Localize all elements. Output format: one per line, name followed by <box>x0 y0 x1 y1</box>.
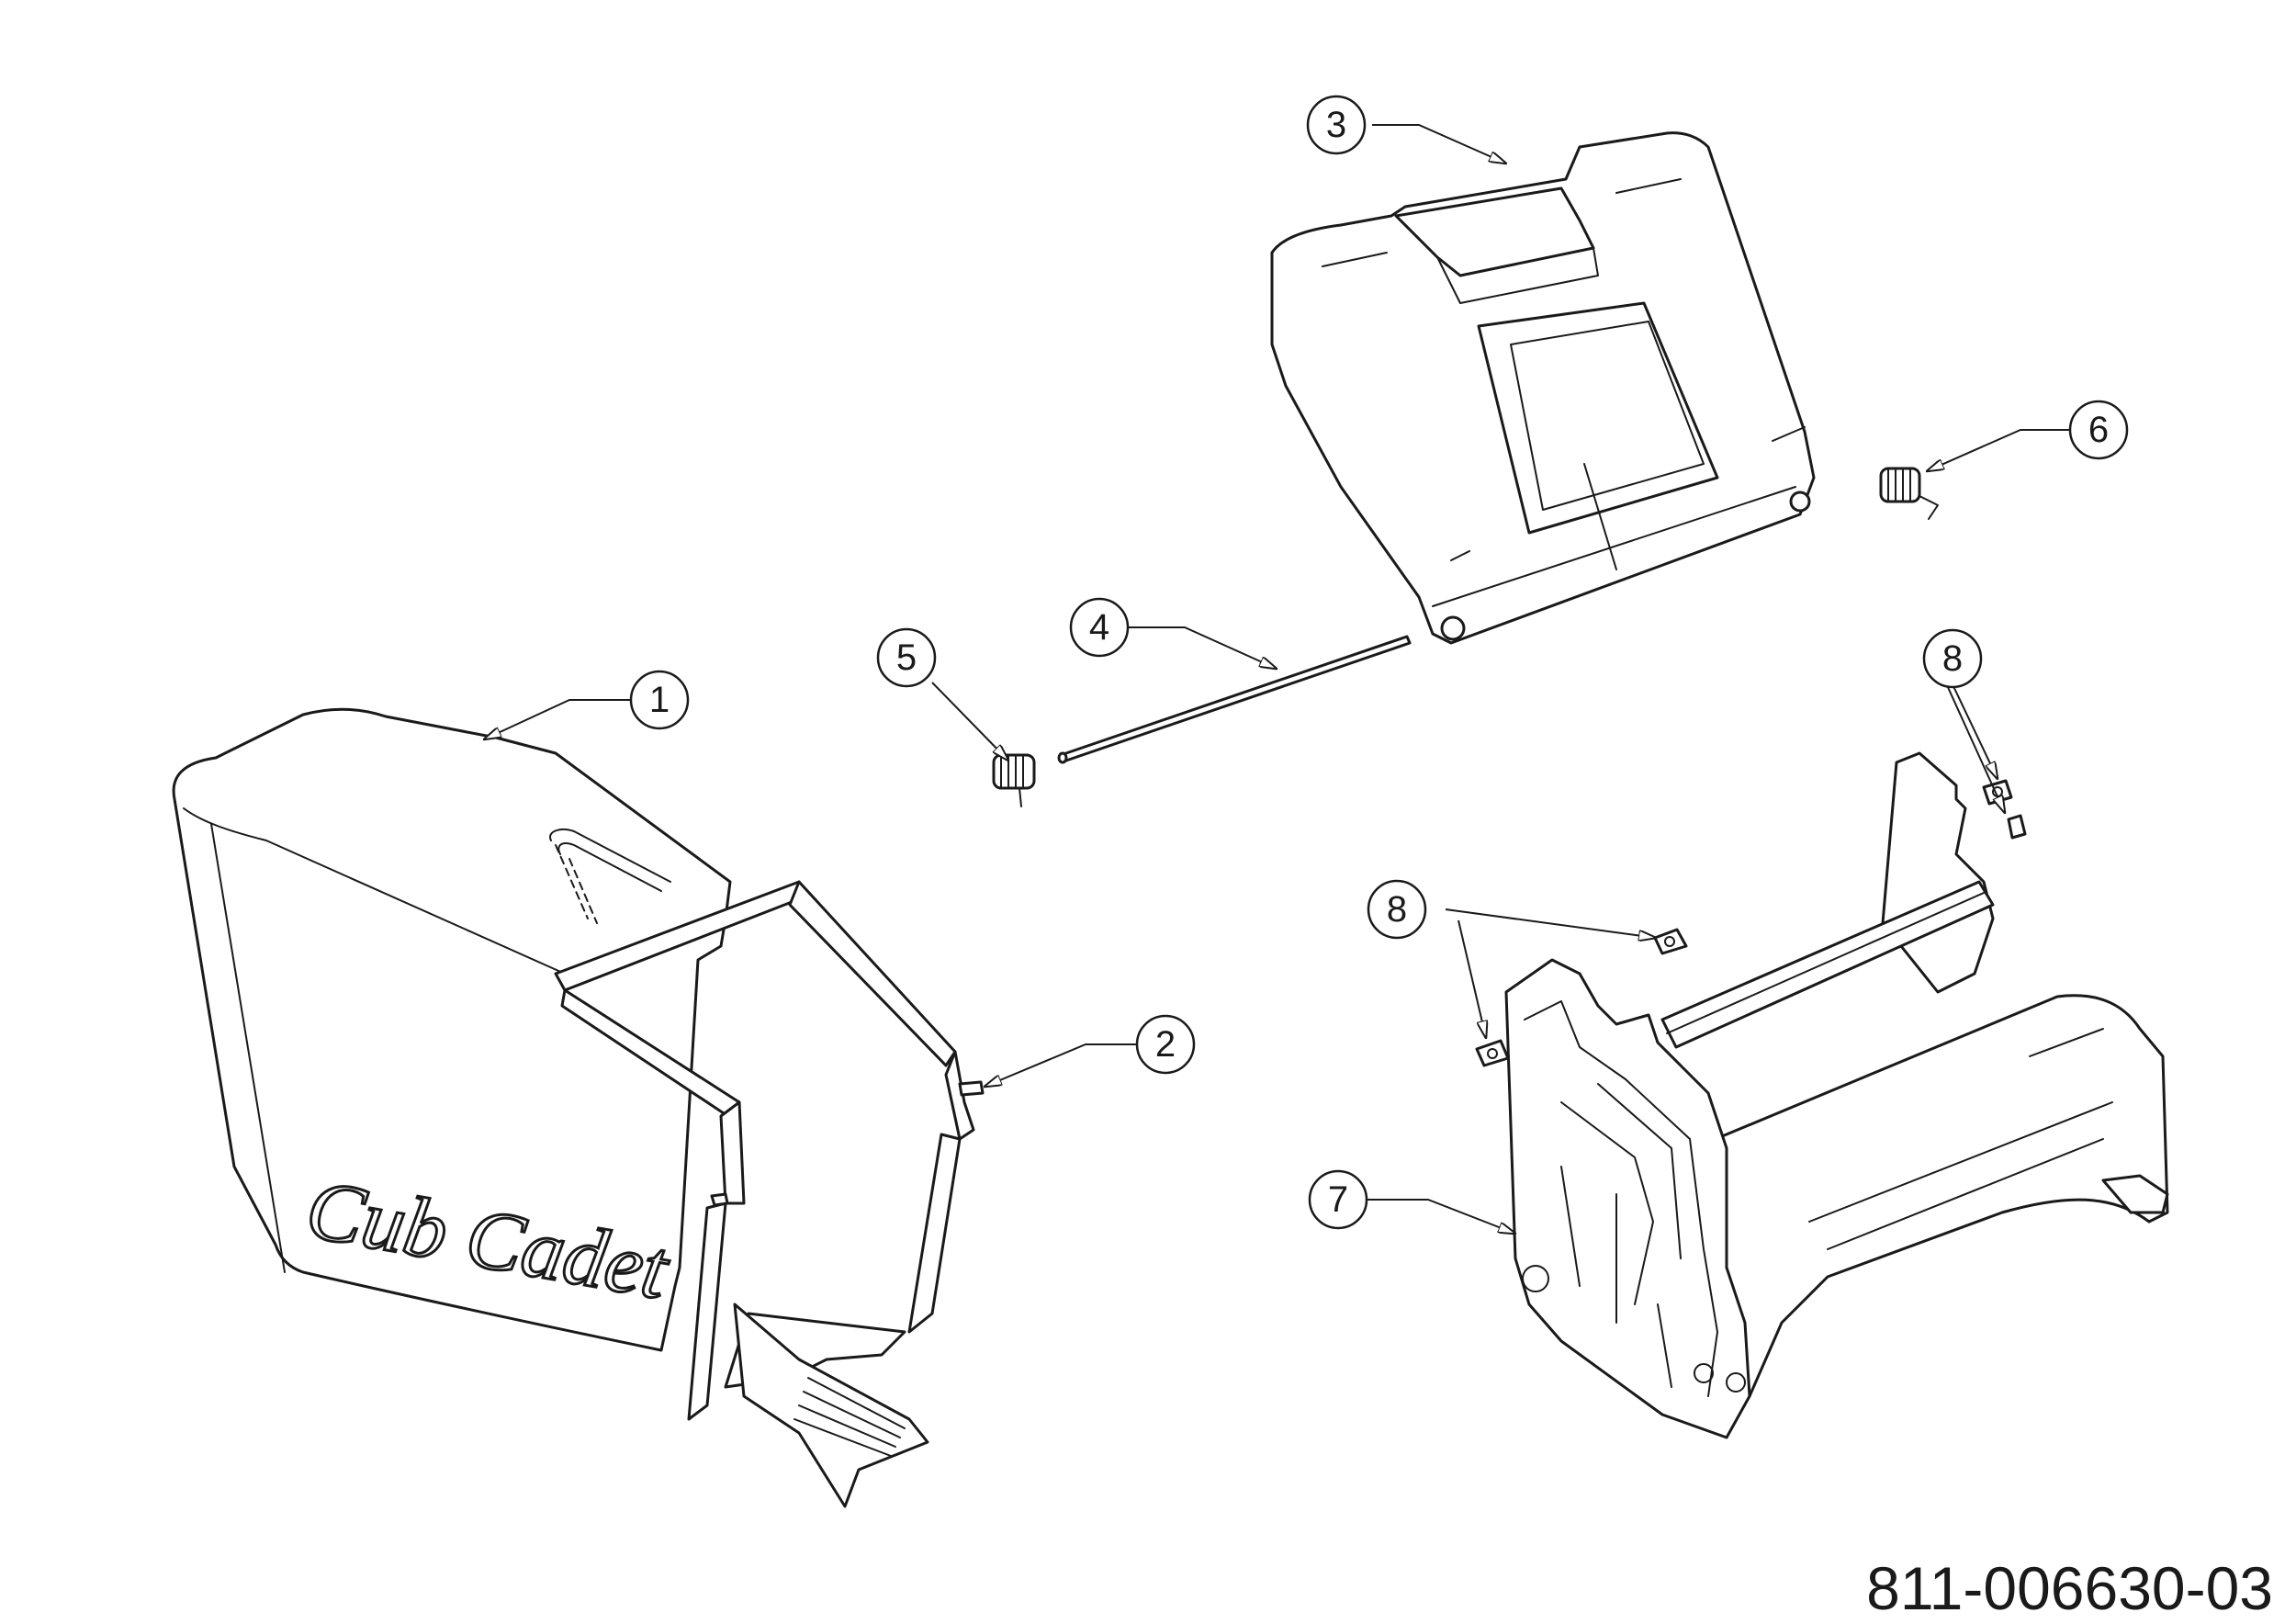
callout-8-left: 8 <box>1367 879 1427 940</box>
document-number: 811-006630-03 <box>1866 1554 2273 1622</box>
callout-6: 6 <box>2068 400 2129 460</box>
callout-8-right: 8 <box>1922 628 1983 689</box>
callout-1-label: 1 <box>649 680 670 720</box>
nut-part <box>2007 814 2027 840</box>
grass-bag-part: Cub Cadet <box>172 707 975 1508</box>
leader-lines <box>484 124 2069 1234</box>
callout-4: 4 <box>1069 597 1130 658</box>
callout-7-label: 7 <box>1328 1179 1348 1220</box>
callout-3: 3 <box>1306 95 1367 155</box>
callout-1: 1 <box>629 670 690 730</box>
callout-4-label: 4 <box>1089 607 1109 648</box>
spring-right-part <box>1879 467 1939 520</box>
callout-3-label: 3 <box>1326 105 1346 145</box>
flap-cover-part <box>1270 131 1816 645</box>
nut-part <box>1475 1039 1510 1067</box>
rod-part <box>1057 635 1412 764</box>
callout-2: 2 <box>1135 1014 1196 1075</box>
callout-7: 7 <box>1308 1169 1368 1230</box>
callout-8-left-label: 8 <box>1387 889 1407 930</box>
pin-part <box>958 1080 985 1097</box>
callout-6-label: 6 <box>2088 410 2109 450</box>
callout-8-right-label: 8 <box>1942 638 1963 679</box>
nut-part <box>1982 779 2013 806</box>
callout-2-label: 2 <box>1155 1024 1176 1065</box>
nut-part <box>1653 928 1688 955</box>
spring-left-part <box>992 753 1036 807</box>
nut-parts <box>1475 779 2027 1067</box>
callout-5-label: 5 <box>896 637 917 678</box>
callout-5: 5 <box>876 627 937 688</box>
rear-frame-part <box>1504 751 2169 1439</box>
